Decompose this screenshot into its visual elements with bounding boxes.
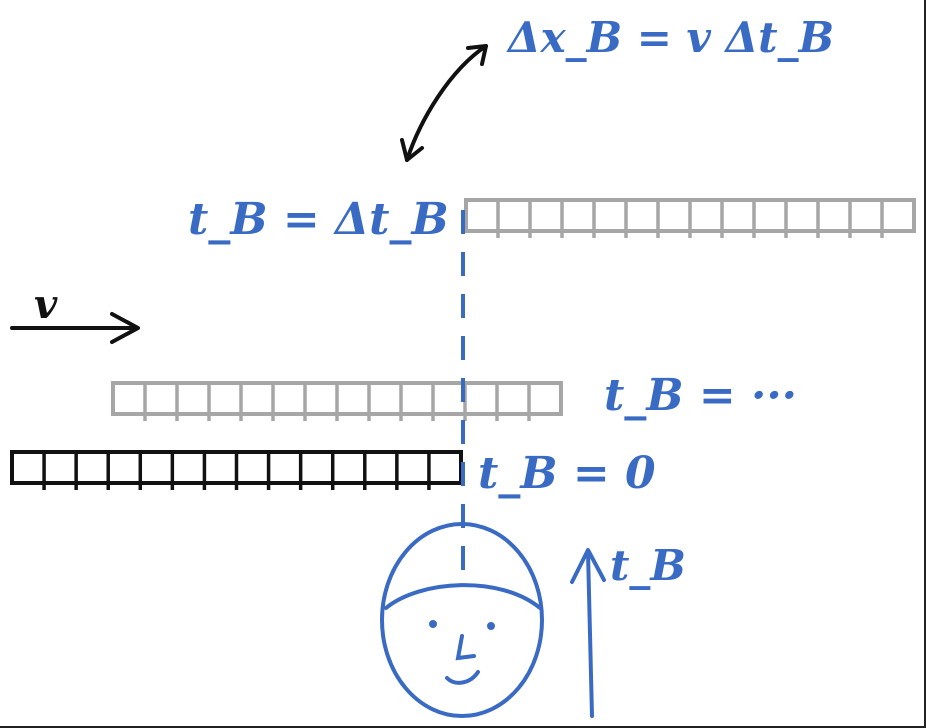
velocity-arrow-icon xyxy=(10,312,140,344)
velocity-label: v xyxy=(34,281,58,328)
observer-face-icon xyxy=(380,522,544,718)
ruler-bottom xyxy=(10,450,463,490)
delta-x-equation: Δx_B = v Δt_B xyxy=(506,13,834,62)
top-time-label: t_B = Δt_B xyxy=(188,194,449,245)
observer-time-label: t_B xyxy=(610,541,686,590)
ruler-top xyxy=(464,198,916,238)
bottom-time-label: t_B = 0 xyxy=(478,448,656,499)
middle-time-label: t_B = ··· xyxy=(604,370,797,421)
ruler-middle xyxy=(111,381,563,421)
observer-time-arrow-icon xyxy=(570,548,606,718)
double-arrow-icon xyxy=(400,44,488,162)
